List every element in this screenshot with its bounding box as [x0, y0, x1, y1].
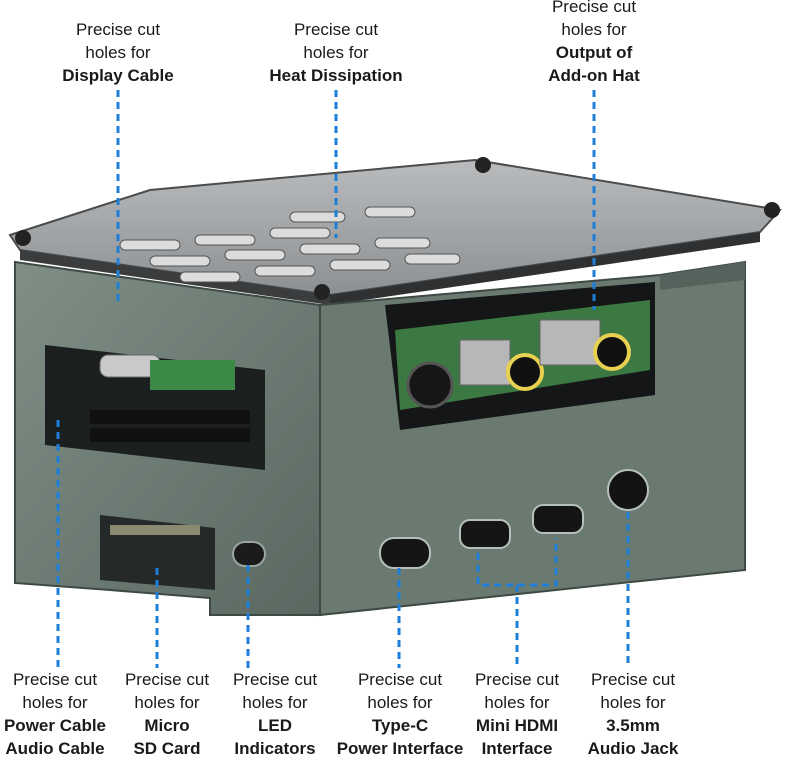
- callout-type-c: Precise cut holes for Type-C Power Inter…: [330, 668, 470, 760]
- callout-bold: LED: [258, 716, 292, 735]
- callout-mini-hdmi: Precise cut holes for Mini HDMI Interfac…: [462, 668, 572, 760]
- callout-bold: SD Card: [133, 739, 201, 758]
- callout-heat-dissipation: Precise cut holes for Heat Dissipation: [256, 18, 416, 87]
- callout-bold: Mini HDMI: [475, 716, 559, 735]
- callout-line1: Precise cut: [124, 670, 210, 689]
- callout-line1: Precise cut: [12, 670, 98, 689]
- callout-line1: Precise cut: [232, 670, 318, 689]
- callout-bold: Display Cable: [62, 66, 174, 85]
- callout-line1: Precise cut: [293, 20, 379, 39]
- callout-power-audio: Precise cut holes for Power Cable Audio …: [0, 668, 110, 760]
- callout-lines: [56, 90, 630, 668]
- callout-bold: Power Interface: [336, 739, 464, 758]
- vent-slots: [119, 206, 461, 283]
- callout-led: Precise cut holes for LED Indicators: [220, 668, 330, 760]
- callout-line2: holes for: [600, 693, 666, 712]
- callout-bold: 3.5mm: [606, 716, 660, 735]
- callout-bold: Heat Dissipation: [269, 66, 403, 85]
- callout-bold: Audio Jack: [587, 739, 679, 758]
- callout-line2: holes for: [484, 693, 550, 712]
- callout-line1: Precise cut: [75, 20, 161, 39]
- callout-line2: holes for: [242, 693, 308, 712]
- callout-bold: Audio Cable: [5, 739, 105, 758]
- callout-line2: holes for: [561, 20, 627, 39]
- callout-line2: holes for: [85, 43, 151, 62]
- callout-line1: Precise cut: [357, 670, 443, 689]
- callout-bold: Add-on Hat: [548, 66, 640, 85]
- callout-bold: Output of: [555, 43, 633, 62]
- callout-audio-jack: Precise cut holes for 3.5mm Audio Jack: [578, 668, 688, 760]
- callout-bold: Interface: [481, 739, 553, 758]
- callout-line2: holes for: [367, 693, 433, 712]
- acrylic-lid: [8, 157, 782, 305]
- callout-line1: Precise cut: [551, 0, 637, 16]
- callout-bold: Type-C: [371, 716, 429, 735]
- callout-add-on-hat: Precise cut holes for Output of Add-on H…: [524, 0, 664, 87]
- callout-bold: Indicators: [234, 739, 316, 758]
- callout-bold: Micro: [144, 716, 190, 735]
- callout-line2: holes for: [134, 693, 200, 712]
- callout-line2: holes for: [22, 693, 88, 712]
- callout-display-cable: Precise cut holes for Display Cable: [48, 18, 188, 87]
- callout-line2: holes for: [303, 43, 369, 62]
- callout-line1: Precise cut: [474, 670, 560, 689]
- callout-micro-sd: Precise cut holes for Micro SD Card: [112, 668, 222, 760]
- callout-bold: Power Cable: [3, 716, 107, 735]
- case-body: [14, 260, 746, 617]
- callout-line1: Precise cut: [590, 670, 676, 689]
